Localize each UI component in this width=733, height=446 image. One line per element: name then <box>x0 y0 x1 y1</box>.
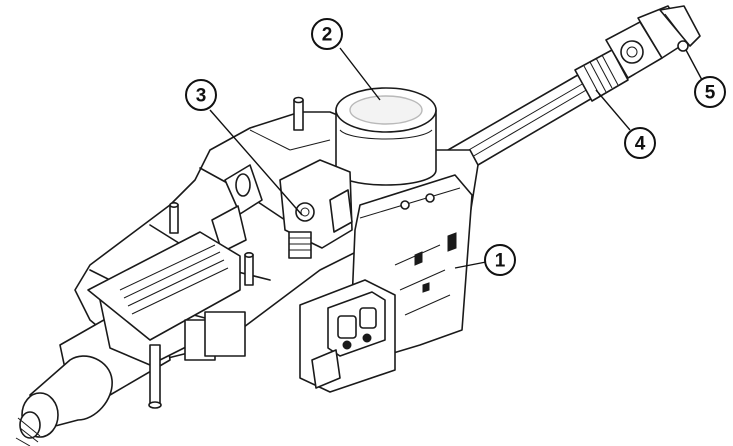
callout-1-leader <box>454 261 487 269</box>
callout-3-label: 3 <box>196 86 207 107</box>
mounting-stud <box>293 96 304 131</box>
callout-1-label: 1 <box>495 251 506 272</box>
mounting-stud <box>169 202 179 234</box>
callout-2: 2 <box>311 18 343 50</box>
callout-4-leader <box>595 89 631 131</box>
callout-5-label: 5 <box>705 83 716 104</box>
callout-5: 5 <box>694 76 726 108</box>
intermediate-shaft <box>447 49 629 173</box>
callout-1: 1 <box>484 244 516 276</box>
connector-block <box>299 279 396 393</box>
callout-3-leader <box>209 109 303 216</box>
shaft-spline-sleeve <box>574 49 629 102</box>
tilt-bracket <box>211 164 263 253</box>
electric-motor <box>335 87 437 186</box>
universal-joint <box>605 5 701 79</box>
torque-sensor-assembly <box>279 159 353 259</box>
callout-4-label: 4 <box>635 134 646 155</box>
callout-2-leader <box>339 47 381 101</box>
steering-shaft-end <box>15 355 113 446</box>
callout-3: 3 <box>185 79 217 111</box>
callout-2-label: 2 <box>322 25 333 46</box>
callout-4: 4 <box>624 127 656 159</box>
callout-5-leader <box>685 49 703 81</box>
mounting-stud <box>244 252 254 286</box>
